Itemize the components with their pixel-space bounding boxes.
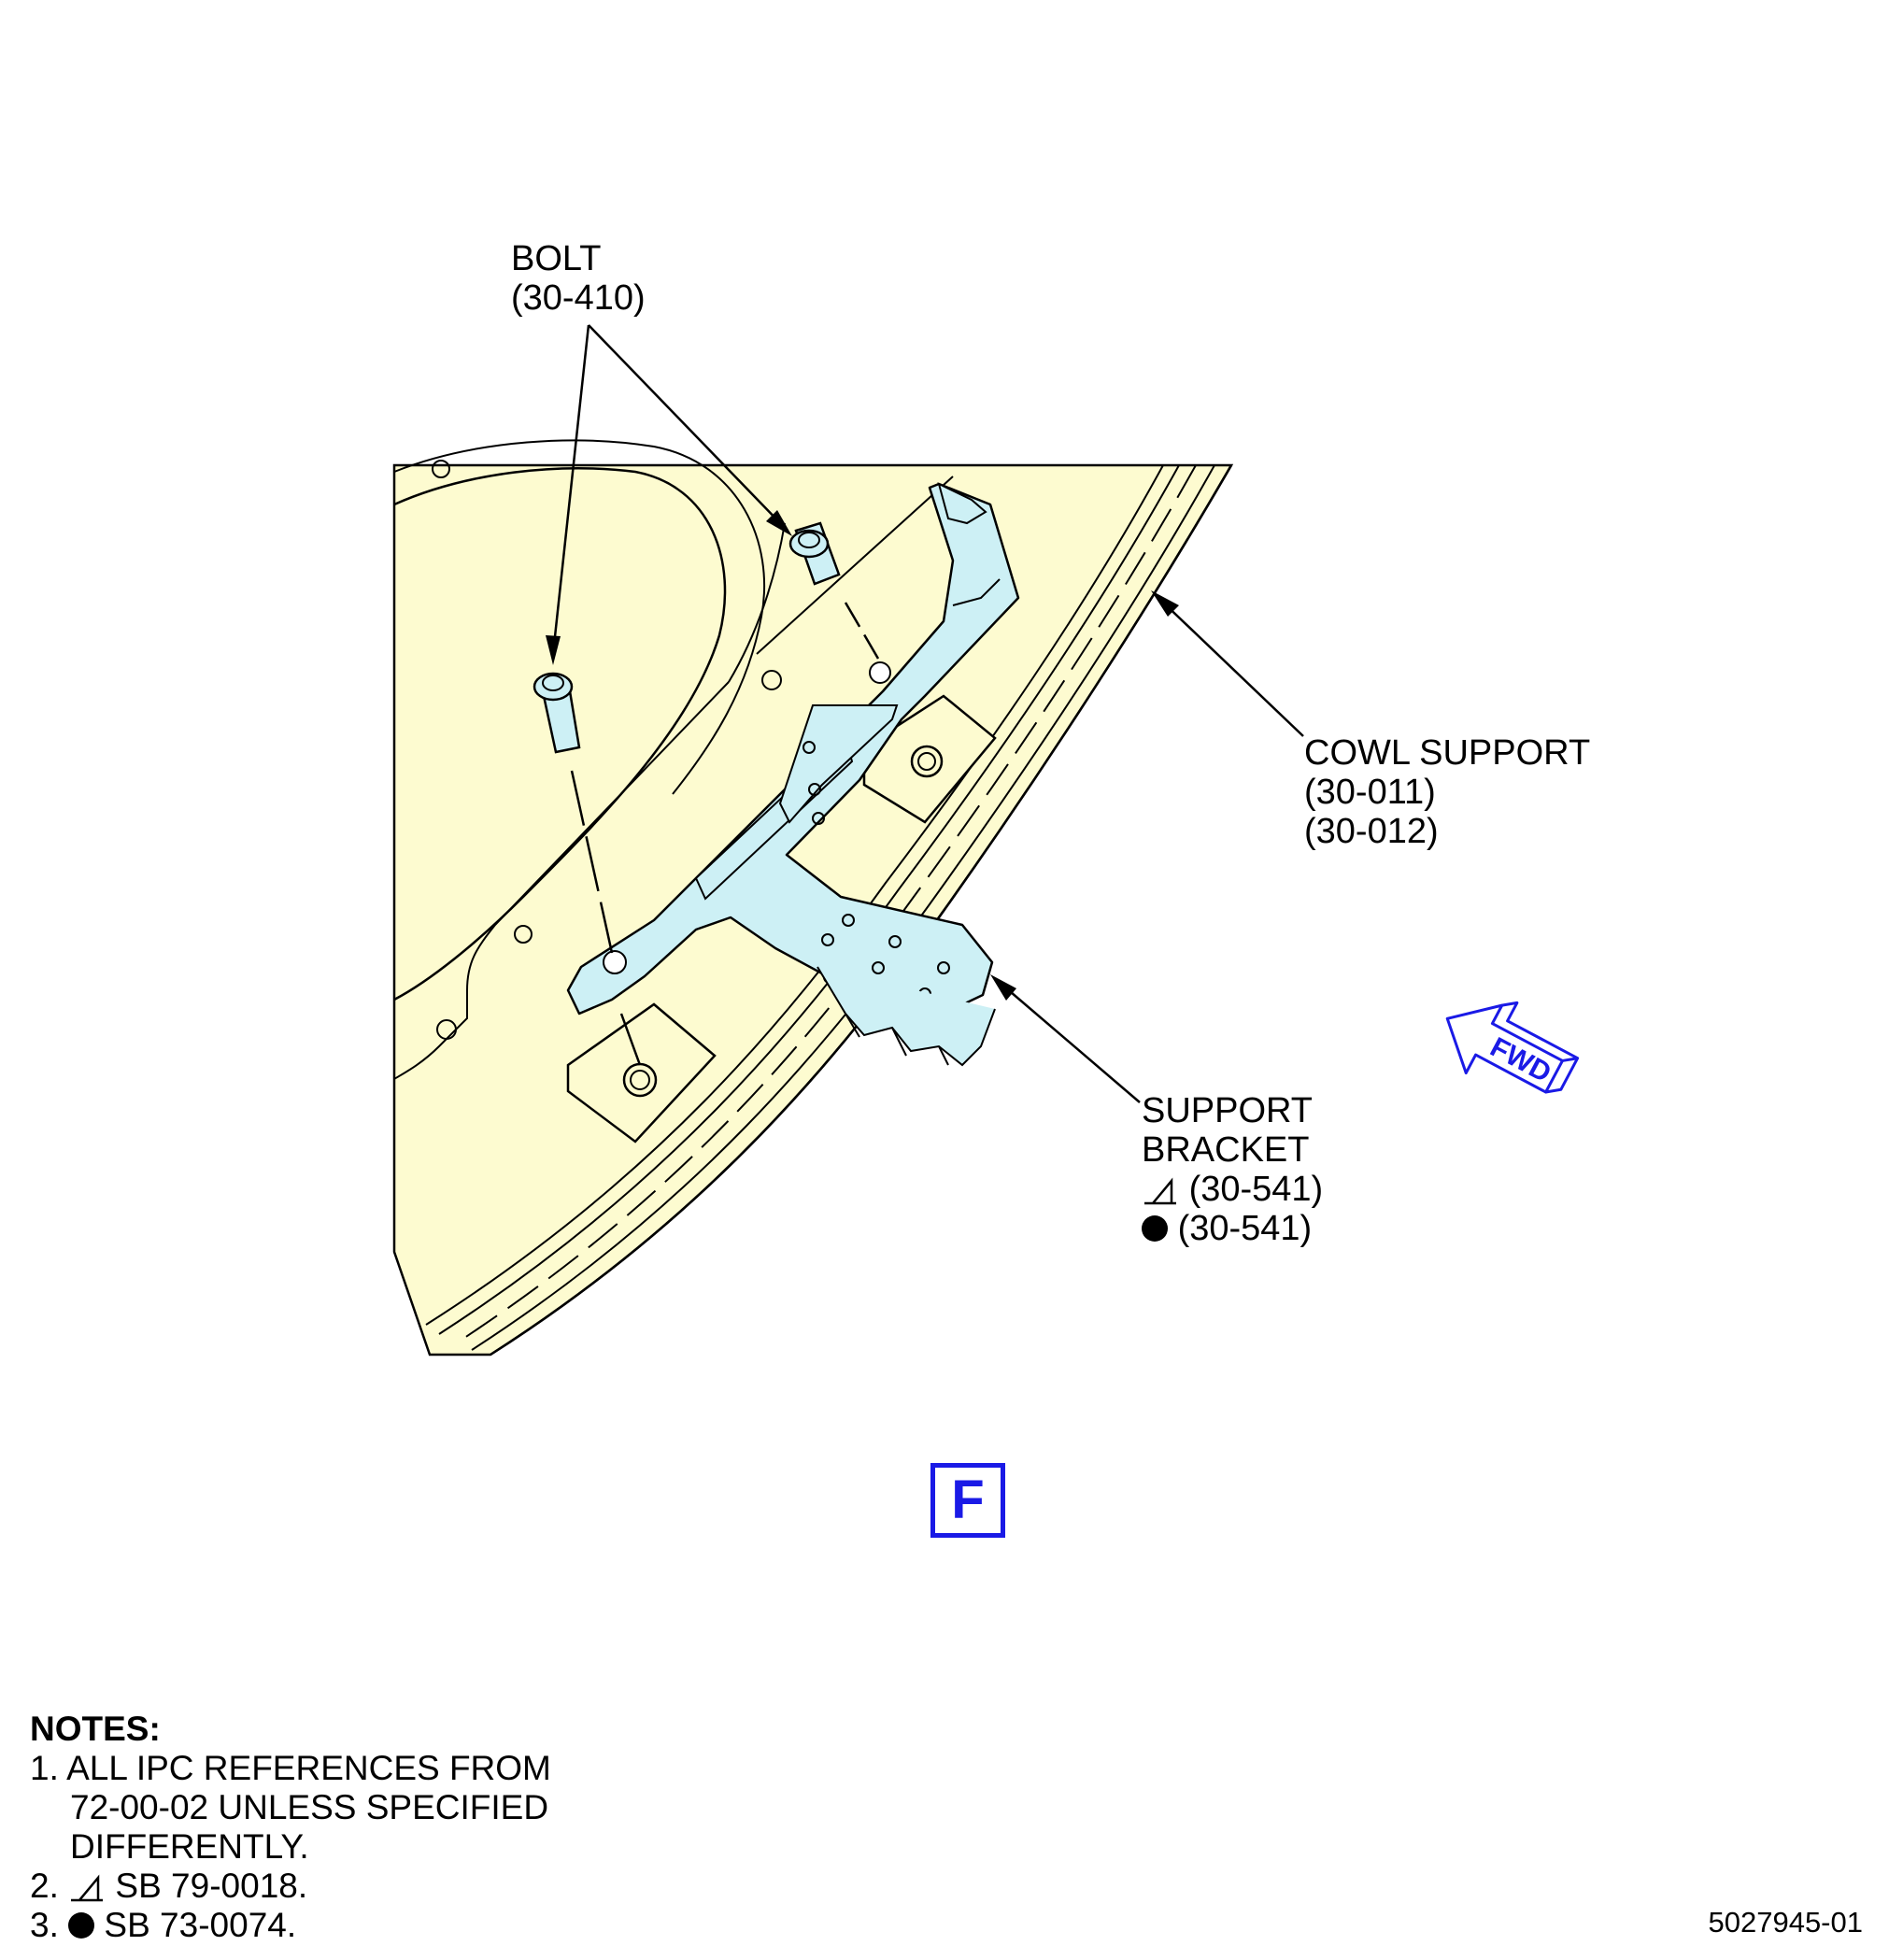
note-3-text: SB 73-0074. xyxy=(104,1906,297,1944)
note-2: 2. SB 79-0018. xyxy=(30,1867,551,1906)
view-letter-box: F xyxy=(930,1463,1005,1538)
fwd-arrow-icon: FWD xyxy=(1445,1001,1580,1094)
note-1-line-2: 72-00-02 UNLESS SPECIFIED xyxy=(70,1788,549,1826)
support-bracket-name-1: SUPPORT xyxy=(1142,1091,1314,1130)
leader-arrowheads xyxy=(546,510,1179,1001)
note-1-line-3: DIFFERENTLY. xyxy=(70,1827,309,1866)
bolt-lower xyxy=(533,672,581,754)
note-3-number: 3. xyxy=(30,1906,59,1944)
cowl-support-callout: COWL SUPPORT (30-011) (30-012) xyxy=(1304,733,1590,851)
note-2-number: 2. xyxy=(30,1867,59,1905)
cowl-support-name: COWL SUPPORT xyxy=(1304,733,1591,773)
cowl-support-ref-1: (30-011) xyxy=(1304,773,1436,812)
support-bracket-ref-2: (30-541) xyxy=(1177,1209,1313,1248)
bolt-upper xyxy=(788,521,841,586)
triangle-effectivity-icon xyxy=(1144,1177,1176,1205)
bolt-ref: (30-410) xyxy=(511,278,646,318)
support-bracket-callout: SUPPORT BRACKET (30-541) (30-541) xyxy=(1142,1091,1323,1248)
notes-heading: NOTES: xyxy=(30,1710,161,1748)
view-letter: F xyxy=(951,1470,985,1530)
dot-effectivity-icon xyxy=(68,1912,95,1939)
notes-block: NOTES: 1. ALL IPC REFERENCES FROM 72-00-… xyxy=(30,1710,551,1945)
note-2-text: SB 79-0018. xyxy=(115,1867,308,1905)
support-bracket-name-2: BRACKET xyxy=(1142,1130,1310,1170)
triangle-effectivity-icon xyxy=(71,1874,104,1902)
cowl-support-ref-2: (30-012) xyxy=(1304,812,1439,851)
note-1-line-1: 1. ALL IPC REFERENCES FROM xyxy=(30,1749,551,1787)
bolt-name: BOLT xyxy=(511,239,602,278)
support-bracket-ref-1: (30-541) xyxy=(1188,1170,1324,1209)
bolt-callout: BOLT (30-410) xyxy=(511,239,646,318)
support-bracket xyxy=(566,482,1020,1067)
figure-id: 5027945-01 xyxy=(1708,1906,1864,1939)
leader-lines xyxy=(551,324,1304,1103)
dot-effectivity-icon xyxy=(1142,1215,1168,1242)
note-3: 3. SB 73-0074. xyxy=(30,1906,551,1945)
